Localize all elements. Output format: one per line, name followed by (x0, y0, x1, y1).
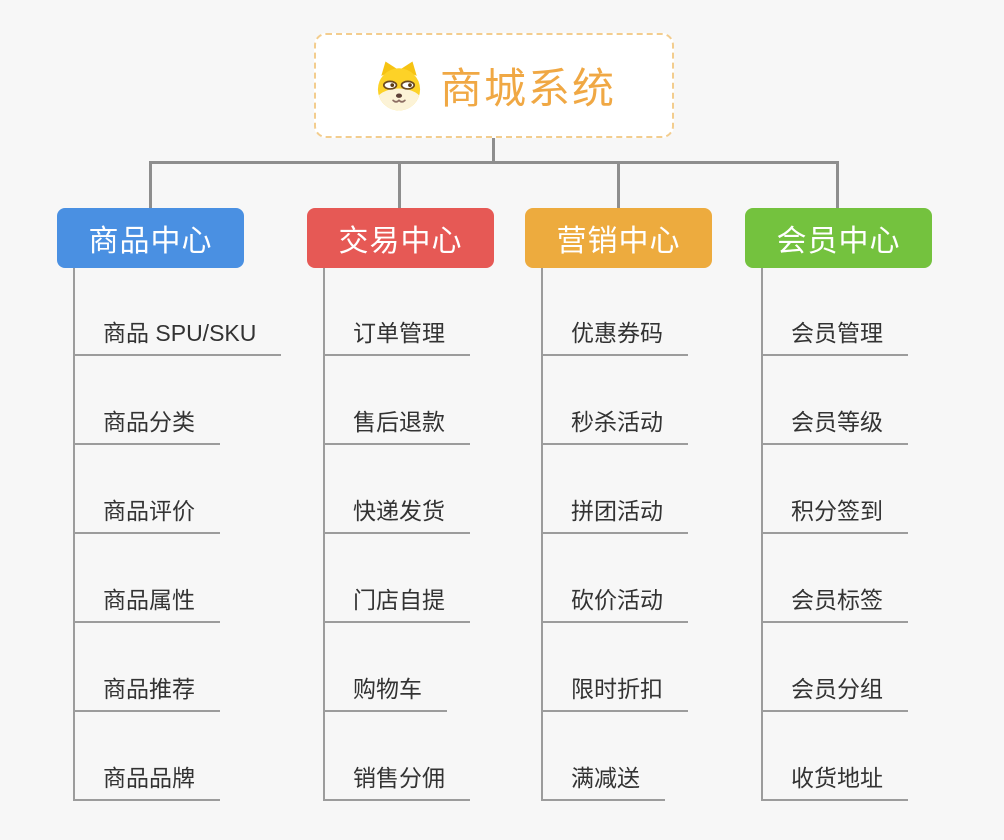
leaf-node[interactable]: 快递发货 (323, 492, 470, 534)
leaf-node[interactable]: 限时折扣 (541, 670, 688, 712)
connector-drop (149, 161, 152, 208)
leaf-node[interactable]: 订单管理 (323, 314, 470, 356)
leaf-node[interactable]: 门店自提 (323, 581, 470, 623)
leaf-node[interactable]: 购物车 (323, 670, 447, 712)
branch-spine-line (761, 268, 763, 800)
root-node[interactable]: 商城系统 (314, 33, 674, 138)
leaf-node[interactable]: 商品推荐 (73, 670, 220, 712)
dog-icon (372, 59, 426, 113)
leaf-node[interactable]: 商品评价 (73, 492, 220, 534)
leaf-node[interactable]: 销售分佣 (323, 759, 470, 801)
branch-marketing-center: 营销中心 优惠券码 秒杀活动 拼团活动 砍价活动 限时折扣 满减送 (525, 208, 795, 808)
leaf-node[interactable]: 收货地址 (761, 759, 908, 801)
leaf-node[interactable]: 秒杀活动 (541, 403, 688, 445)
branch-product-center: 商品中心 商品 SPU/SKU 商品分类 商品评价 商品属性 商品推荐 商品品牌 (57, 208, 327, 808)
leaf-node[interactable]: 积分签到 (761, 492, 908, 534)
branch-header[interactable]: 会员中心 (745, 208, 932, 268)
leaf-node[interactable]: 会员等级 (761, 403, 908, 445)
leaf-node[interactable]: 售后退款 (323, 403, 470, 445)
connector-drop (617, 161, 620, 208)
leaf-node[interactable]: 商品品牌 (73, 759, 220, 801)
leaf-node[interactable]: 会员分组 (761, 670, 908, 712)
branch-spine-line (73, 268, 75, 800)
leaf-node[interactable]: 会员标签 (761, 581, 908, 623)
leaf-node[interactable]: 会员管理 (761, 314, 908, 356)
branch-trade-center: 交易中心 订单管理 售后退款 快递发货 门店自提 购物车 销售分佣 (307, 208, 577, 808)
connector-drop (836, 161, 839, 208)
branch-member-center: 会员中心 会员管理 会员等级 积分签到 会员标签 会员分组 收货地址 (745, 208, 1004, 808)
leaf-node[interactable]: 优惠券码 (541, 314, 688, 356)
connector-horizontal (149, 161, 839, 164)
branch-header[interactable]: 营销中心 (525, 208, 712, 268)
branch-header[interactable]: 商品中心 (57, 208, 244, 268)
leaf-node[interactable]: 商品属性 (73, 581, 220, 623)
leaf-node[interactable]: 商品分类 (73, 403, 220, 445)
branch-spine-line (541, 268, 543, 800)
root-title: 商城系统 (439, 65, 616, 112)
leaf-node[interactable]: 满减送 (541, 759, 665, 801)
connector-root-stem (492, 138, 495, 162)
leaf-node[interactable]: 拼团活动 (541, 492, 688, 534)
leaf-node[interactable]: 砍价活动 (541, 581, 688, 623)
branch-spine-line (323, 268, 325, 800)
branch-header[interactable]: 交易中心 (307, 208, 494, 268)
connector-drop (398, 161, 401, 208)
leaf-node[interactable]: 商品 SPU/SKU (73, 314, 282, 356)
